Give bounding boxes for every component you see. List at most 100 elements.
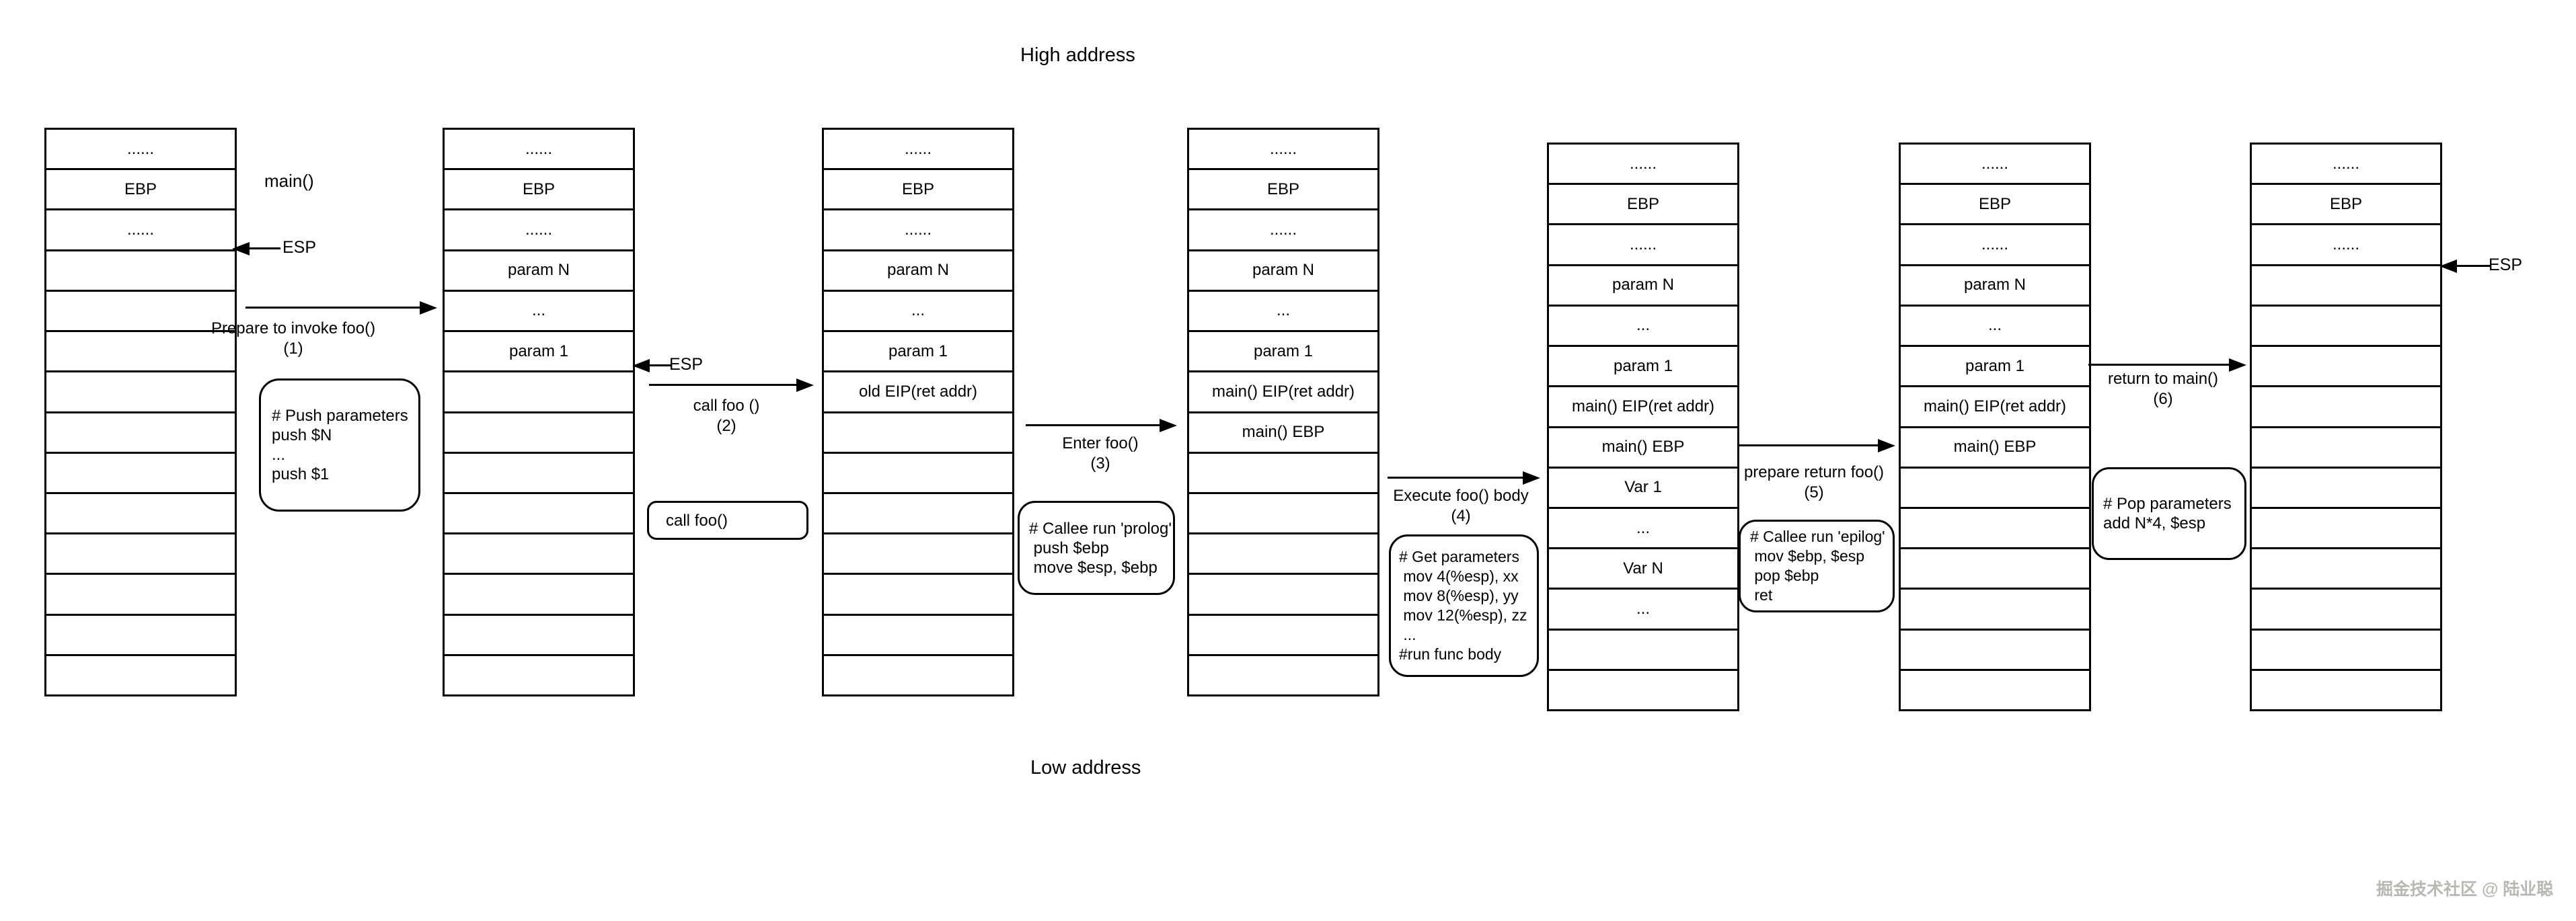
stack-cell: ......: [1269, 139, 1297, 158]
stack-cell: main() EBP: [1189, 411, 1377, 452]
stack-cell: main() EBP: [1901, 426, 2089, 467]
stack-cell: [46, 532, 235, 573]
arrowhead-right-icon: [1878, 439, 1895, 452]
stack-cell: param 1: [1189, 330, 1377, 370]
step-text: call foo (): [693, 397, 760, 415]
note-line: mov 8(%esp), yy: [1399, 587, 1519, 604]
note-line: # Pop parameters: [2103, 495, 2232, 513]
stack-cell: [1549, 628, 1737, 669]
step-label-6: return to main()(6): [2042, 369, 2284, 409]
arrow-line: [2088, 364, 2232, 366]
note-line: call foo(): [666, 511, 728, 530]
note-line: ...: [1399, 626, 1416, 643]
stack-cell: [46, 330, 235, 370]
stack-cell: ......: [46, 208, 235, 249]
stack-cell: main() EBP: [1549, 426, 1737, 467]
stack-cell: ...: [445, 289, 633, 330]
stack-cell: [2252, 668, 2440, 709]
stack-cell: [2252, 588, 2440, 628]
stack-cell: [824, 451, 1012, 492]
stack-cell: [2252, 506, 2440, 547]
stack-cell: [2252, 304, 2440, 345]
arrow-line: [1739, 444, 1881, 446]
stack-cell: [2252, 426, 2440, 467]
step-text: Execute foo() body: [1393, 487, 1529, 505]
stack-cell: [1189, 573, 1377, 613]
note-get-parameters: # Get parameters mov 4(%esp), xx mov 8(%…: [1389, 534, 1539, 677]
stack-cell: param N: [445, 249, 633, 290]
stack-cell: EBP: [46, 168, 235, 208]
stack-cell: main() EIP(ret addr): [1189, 370, 1377, 411]
stack-cell: ......: [1549, 223, 1737, 264]
stack-cell: EBP: [1901, 183, 2089, 223]
note-prolog: # Callee run 'prolog' push $ebp move $es…: [1018, 501, 1175, 595]
stack-cell: EBP: [2252, 183, 2440, 223]
stack-cell: ......: [525, 139, 552, 158]
stack-cell: [445, 532, 633, 573]
esp-label: ESP: [2489, 255, 2523, 274]
step-number: (3): [1090, 454, 1110, 473]
step-number: (2): [716, 417, 736, 435]
note-line: # Callee run 'epilog': [1750, 528, 1885, 545]
step-label-1: Prepare to invoke foo()(1): [172, 319, 414, 359]
arrow-line: [649, 384, 799, 386]
stack-cell: ...: [1189, 289, 1377, 330]
stack-cell: [1549, 668, 1737, 709]
note-line: push $1: [272, 465, 330, 483]
step-text: Enter foo(): [1062, 434, 1139, 452]
stack-cell: [1901, 547, 2089, 588]
stack-cell: [46, 491, 235, 532]
step-label-4: Execute foo() body (4): [1340, 486, 1582, 526]
stack-cell: [824, 653, 1012, 694]
high-address-title: High address: [1020, 44, 1135, 66]
stack-cell: old EIP(ret addr): [824, 370, 1012, 411]
note-call-foo: call foo(): [647, 501, 808, 540]
note-line: mov $ebp, $esp: [1750, 547, 1865, 565]
arrow-line: [2453, 265, 2491, 267]
stack-cell: [46, 370, 235, 411]
stack-cell: [2252, 345, 2440, 385]
stack-cell: [824, 613, 1012, 654]
arrowhead-right-icon: [1160, 419, 1177, 432]
watermark: 掘金技术社区 @ 陆业聪: [2376, 880, 2554, 899]
stack-cell: EBP: [824, 168, 1012, 208]
stack-cell: ...: [1549, 506, 1737, 547]
stack-cell: param N: [1189, 249, 1377, 290]
stack-cell: ......: [126, 139, 154, 158]
note-line: #run func body: [1399, 645, 1502, 663]
note-line: push $ebp: [1029, 538, 1109, 557]
stack-cell: [445, 653, 633, 694]
stack-cell: main() EIP(ret addr): [1549, 385, 1737, 426]
stack-cell: [824, 491, 1012, 532]
step-number: (4): [1451, 507, 1471, 525]
stack-cell: [1901, 628, 2089, 669]
arrow-line: [245, 247, 280, 249]
stack-cell: param N: [824, 249, 1012, 290]
stack-cell: [445, 613, 633, 654]
stack-cell: [2252, 264, 2440, 305]
stack-cell: ......: [445, 208, 633, 249]
stack-cell: EBP: [1189, 168, 1377, 208]
step-text: return to main(): [2107, 370, 2219, 388]
step-label-2: call foo () (2): [605, 396, 847, 436]
stack-cell: [46, 613, 235, 654]
stack-cell: ...: [1901, 304, 2089, 345]
stack-cell: ......: [904, 139, 932, 158]
arrowhead-right-icon: [420, 301, 437, 315]
stack-cell: [46, 249, 235, 290]
note-line: # Get parameters: [1399, 548, 1519, 565]
stack-cell: param N: [1901, 264, 2089, 305]
stack-column-stack-returned: ......EBP......: [2250, 143, 2442, 711]
stack-cell: ......: [2252, 223, 2440, 264]
stack-cell: ...: [1549, 588, 1737, 628]
stack-cell: [445, 573, 633, 613]
stack-cell: ......: [1901, 223, 2089, 264]
stack-cell: EBP: [445, 168, 633, 208]
note-epilog: # Callee run 'epilog' mov $ebp, $esp pop…: [1739, 520, 1895, 612]
arrow-line: [1026, 424, 1162, 426]
arrow-line: [1388, 477, 1525, 479]
stack-cell: [46, 451, 235, 492]
